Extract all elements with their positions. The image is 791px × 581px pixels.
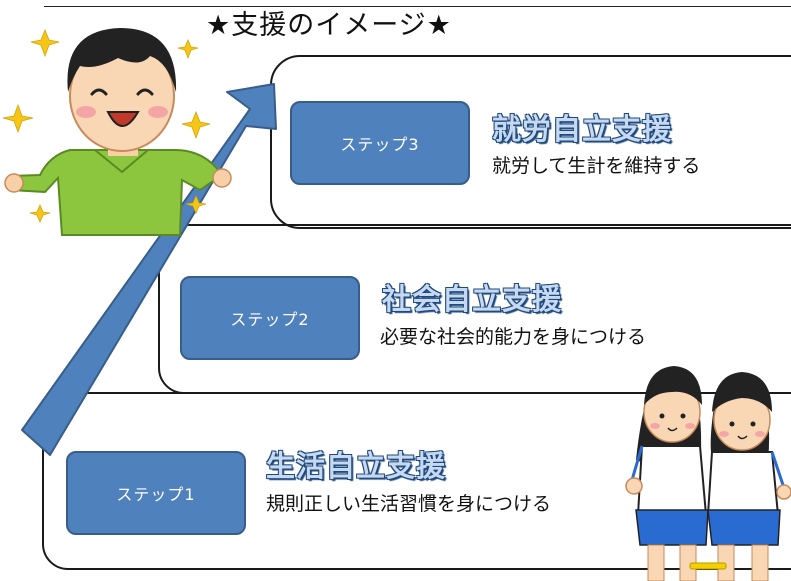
step-2-badge: ステップ2 <box>180 276 360 360</box>
step-1-description: 規則正しい生活習慣を身につける <box>266 493 552 515</box>
happy-man-illustration <box>2 28 232 236</box>
step-3-heading: 就労自立支援 <box>492 112 673 146</box>
step-2-description: 必要な社会的能力を身につける <box>380 326 647 348</box>
step-2-heading: 社会自立支援 <box>382 282 563 316</box>
step-1-heading: 生活自立支援 <box>266 449 447 483</box>
step-3-badge: ステップ3 <box>290 101 470 185</box>
tier-2-frame <box>158 224 791 394</box>
step-3-description: 就労して生計を維持する <box>492 155 701 177</box>
step-1-badge: ステップ1 <box>66 451 246 535</box>
top-divider <box>44 6 791 7</box>
page-title: ★支援のイメージ★ <box>206 10 452 41</box>
tier-3-frame <box>270 55 791 229</box>
